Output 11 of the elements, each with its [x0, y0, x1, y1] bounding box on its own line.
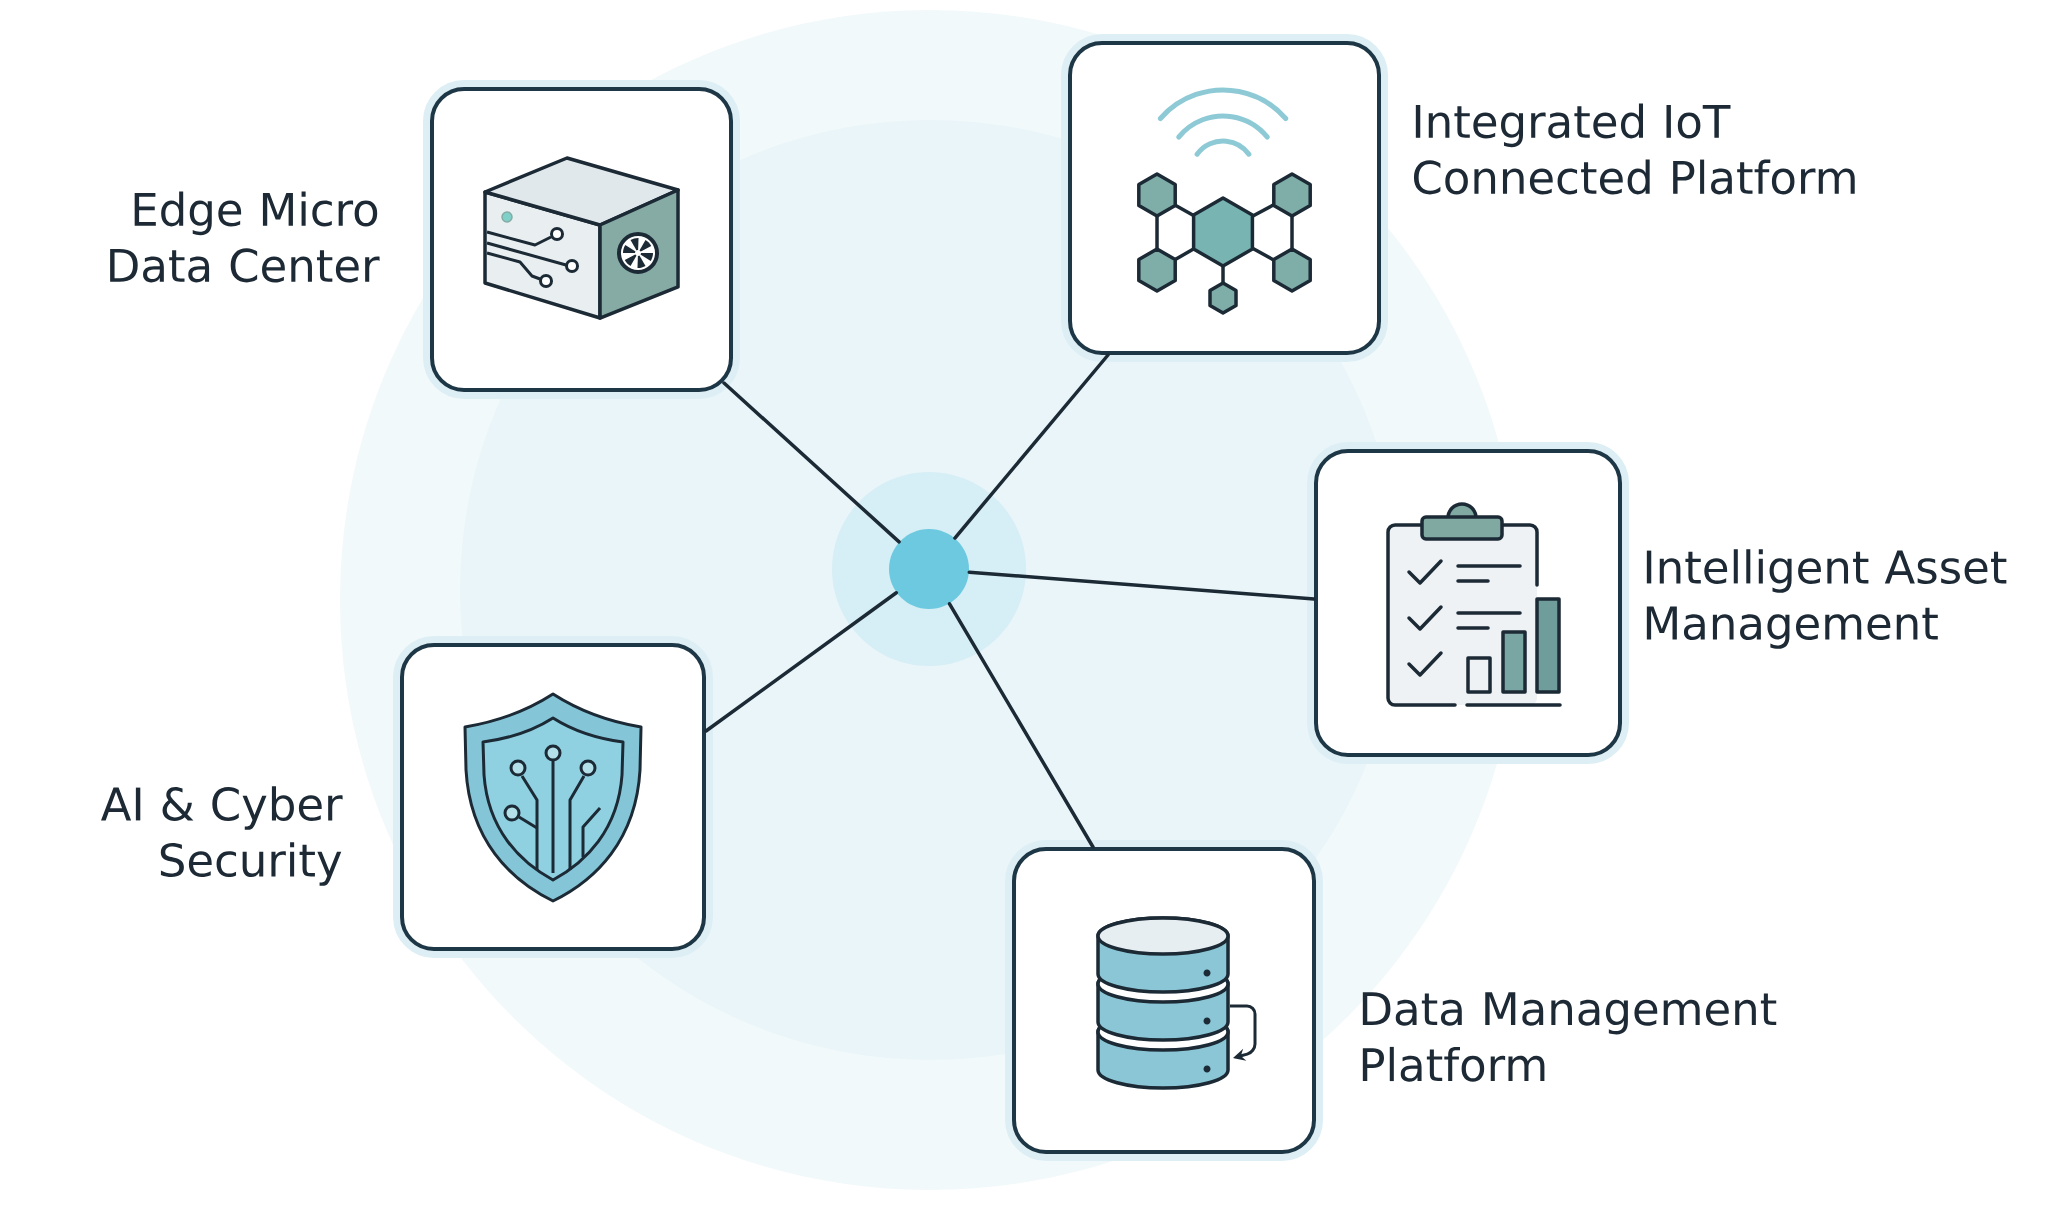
node-label: AI & Cyber Security [101, 786, 343, 886]
connector-line [947, 602, 1095, 849]
connector-line [722, 381, 901, 544]
connector-line [704, 591, 899, 733]
node-label: Integrated IoT Connected Platform [1413, 103, 1855, 195]
hub-circle [889, 529, 969, 609]
node-label: Data Management Platform [1362, 992, 1777, 1082]
connector-line [967, 570, 1316, 601]
node-label: Intelligent Asset Management [1646, 549, 2007, 649]
connector-line [953, 353, 1110, 540]
node-label: Edge Micro Data Center [110, 191, 380, 283]
